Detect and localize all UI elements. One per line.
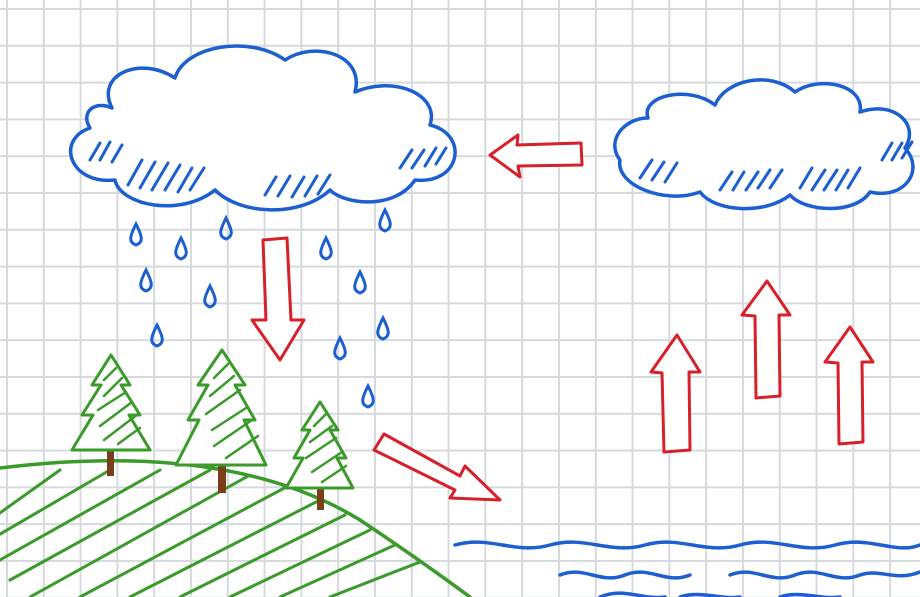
tree-3 [286,402,353,510]
rain-cloud [71,46,455,210]
condensation-arrow [490,135,582,177]
water-body [455,542,920,597]
vapor-cloud [615,80,913,209]
evaporation-arrow-1 [651,335,700,452]
evaporation-arrow-2 [742,281,790,398]
tree-1 [72,355,150,476]
forest-hill [0,461,470,597]
precipitation-arrow [252,238,304,360]
evaporation-arrow-3 [825,327,873,444]
rain-drops [131,210,391,407]
runoff-arrow [374,434,500,500]
tree-2 [176,350,266,493]
